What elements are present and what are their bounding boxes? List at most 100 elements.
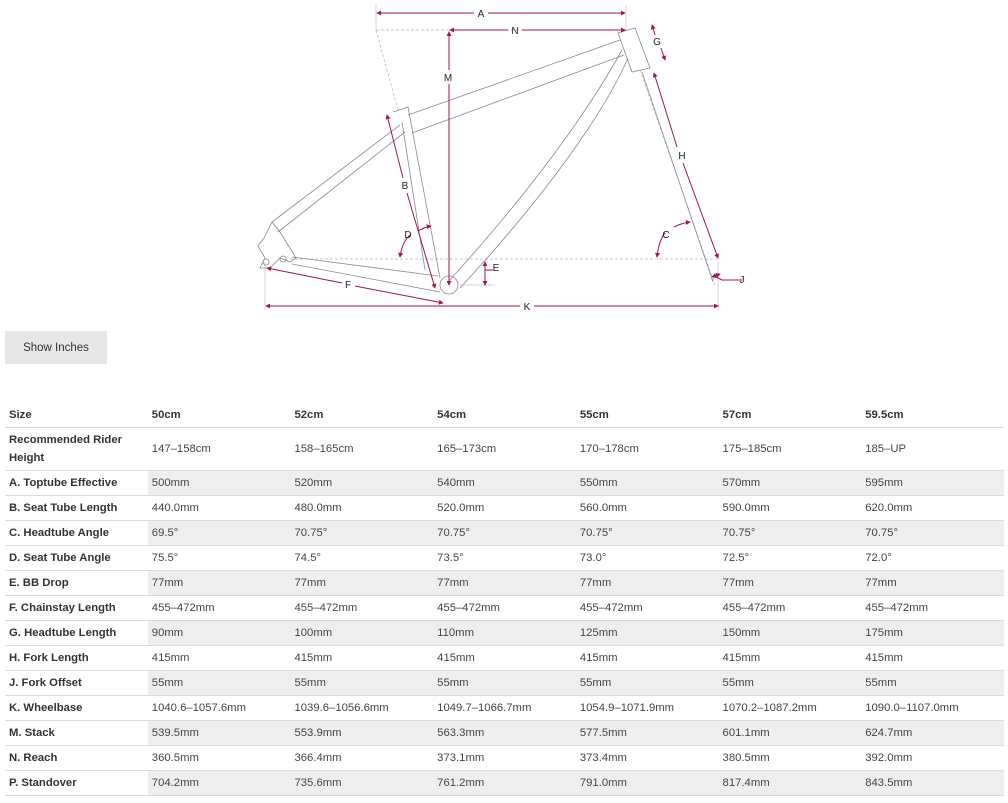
cell-value: 500mm xyxy=(147,470,291,496)
row-label: G. Headtube Length xyxy=(5,620,148,646)
cell-value: 601.1mm xyxy=(718,720,862,746)
cell-value: 72.0° xyxy=(861,545,1004,571)
cell-value: 1054.9–1071.9mm xyxy=(575,695,719,721)
label-d: D xyxy=(404,230,411,241)
cell-value: 455–472mm xyxy=(147,595,291,621)
cell-value: 55mm xyxy=(147,670,291,696)
cell-value: 560.0mm xyxy=(575,495,719,521)
row-label: P. Standover xyxy=(5,770,148,796)
label-h: H xyxy=(678,151,685,162)
cell-value: 761.2mm xyxy=(433,770,576,796)
table-header-row: Size 50cm 52cm 54cm 55cm 57cm 59.5cm xyxy=(5,403,1004,428)
cell-value: 843.5mm xyxy=(861,770,1004,796)
cell-value: 110mm xyxy=(433,620,576,646)
cell-value: 455–472mm xyxy=(861,595,1004,621)
cell-value: 595mm xyxy=(861,470,1004,496)
column-header: Size xyxy=(5,403,148,428)
show-inches-button[interactable]: Show Inches xyxy=(5,331,107,364)
cell-value: 415mm xyxy=(433,645,576,671)
cell-value: 577.5mm xyxy=(575,720,719,746)
cell-value: 360.5mm xyxy=(147,745,291,771)
label-b: B xyxy=(402,181,409,192)
cell-value: 55mm xyxy=(575,670,719,696)
cell-value: 72.5° xyxy=(718,545,862,571)
cell-value: 125mm xyxy=(575,620,719,646)
column-header: 54cm xyxy=(433,403,576,428)
cell-value: 366.4mm xyxy=(290,745,434,771)
cell-value: 817.4mm xyxy=(718,770,862,796)
cell-value: 73.0° xyxy=(575,545,719,571)
frame-geometry-diagram: A N M G H B D C E F K J xyxy=(250,0,760,320)
row-label: E. BB Drop xyxy=(5,570,148,596)
cell-value: 704.2mm xyxy=(147,770,291,796)
cell-value: 440.0mm xyxy=(147,495,291,521)
cell-value: 570mm xyxy=(718,470,862,496)
cell-value: 1049.7–1066.7mm xyxy=(433,695,576,721)
cell-value: 415mm xyxy=(575,645,719,671)
cell-value: 175mm xyxy=(861,620,1004,646)
cell-value: 455–472mm xyxy=(575,595,719,621)
cell-value: 539.5mm xyxy=(147,720,291,746)
cell-value: 1070.2–1087.2mm xyxy=(718,695,862,721)
cell-value: 55mm xyxy=(861,670,1004,696)
row-label: H. Fork Length xyxy=(5,645,148,671)
cell-value: 373.1mm xyxy=(433,745,576,771)
label-f: F xyxy=(345,280,351,291)
cell-value: 590.0mm xyxy=(718,495,862,521)
row-label: J. Fork Offset xyxy=(5,670,148,696)
cell-value: 455–472mm xyxy=(433,595,576,621)
label-g: G xyxy=(653,37,661,48)
cell-value: 553.9mm xyxy=(290,720,434,746)
cell-value: 150mm xyxy=(718,620,862,646)
label-m: M xyxy=(444,73,452,84)
cell-value: 1040.6–1057.6mm xyxy=(147,695,291,721)
column-header: 55cm xyxy=(575,403,719,428)
cell-value: 70.75° xyxy=(575,520,719,546)
cell-value: 77mm xyxy=(290,570,434,596)
label-c: C xyxy=(662,230,669,241)
cell-value: 147–158cm xyxy=(147,427,291,471)
cell-value: 185–UP xyxy=(861,427,1004,471)
cell-value: 74.5° xyxy=(290,545,434,571)
cell-value: 55mm xyxy=(433,670,576,696)
cell-value: 55mm xyxy=(718,670,862,696)
cell-value: 77mm xyxy=(861,570,1004,596)
label-k: K xyxy=(524,302,531,313)
cell-value: 373.4mm xyxy=(575,745,719,771)
row-label: M. Stack xyxy=(5,720,148,746)
label-n: N xyxy=(511,26,518,37)
cell-value: 620.0mm xyxy=(861,495,1004,521)
row-label: N. Reach xyxy=(5,745,148,771)
cell-value: 415mm xyxy=(147,645,291,671)
cell-value: 77mm xyxy=(433,570,576,596)
geometry-table: Size 50cm 52cm 54cm 55cm 57cm 59.5cm Rec… xyxy=(5,403,1004,796)
row-label: D. Seat Tube Angle xyxy=(5,545,148,571)
column-header: 50cm xyxy=(147,403,291,428)
cell-value: 170–178cm xyxy=(575,427,719,471)
cell-value: 735.6mm xyxy=(290,770,434,796)
cell-value: 73.5° xyxy=(433,545,576,571)
cell-value: 415mm xyxy=(718,645,862,671)
cell-value: 69.5° xyxy=(147,520,291,546)
row-label: C. Headtube Angle xyxy=(5,520,148,546)
row-label: Recommended Rider Height xyxy=(5,427,148,471)
cell-value: 415mm xyxy=(290,645,434,671)
cell-value: 415mm xyxy=(861,645,1004,671)
cell-value: 563.3mm xyxy=(433,720,576,746)
cell-value: 550mm xyxy=(575,470,719,496)
column-header: 52cm xyxy=(290,403,434,428)
label-j: J xyxy=(740,275,745,286)
row-label: K. Wheelbase xyxy=(5,695,148,721)
row-label: B. Seat Tube Length xyxy=(5,495,148,521)
row-label: A. Toptube Effective xyxy=(5,470,148,496)
column-header: 57cm xyxy=(718,403,862,428)
